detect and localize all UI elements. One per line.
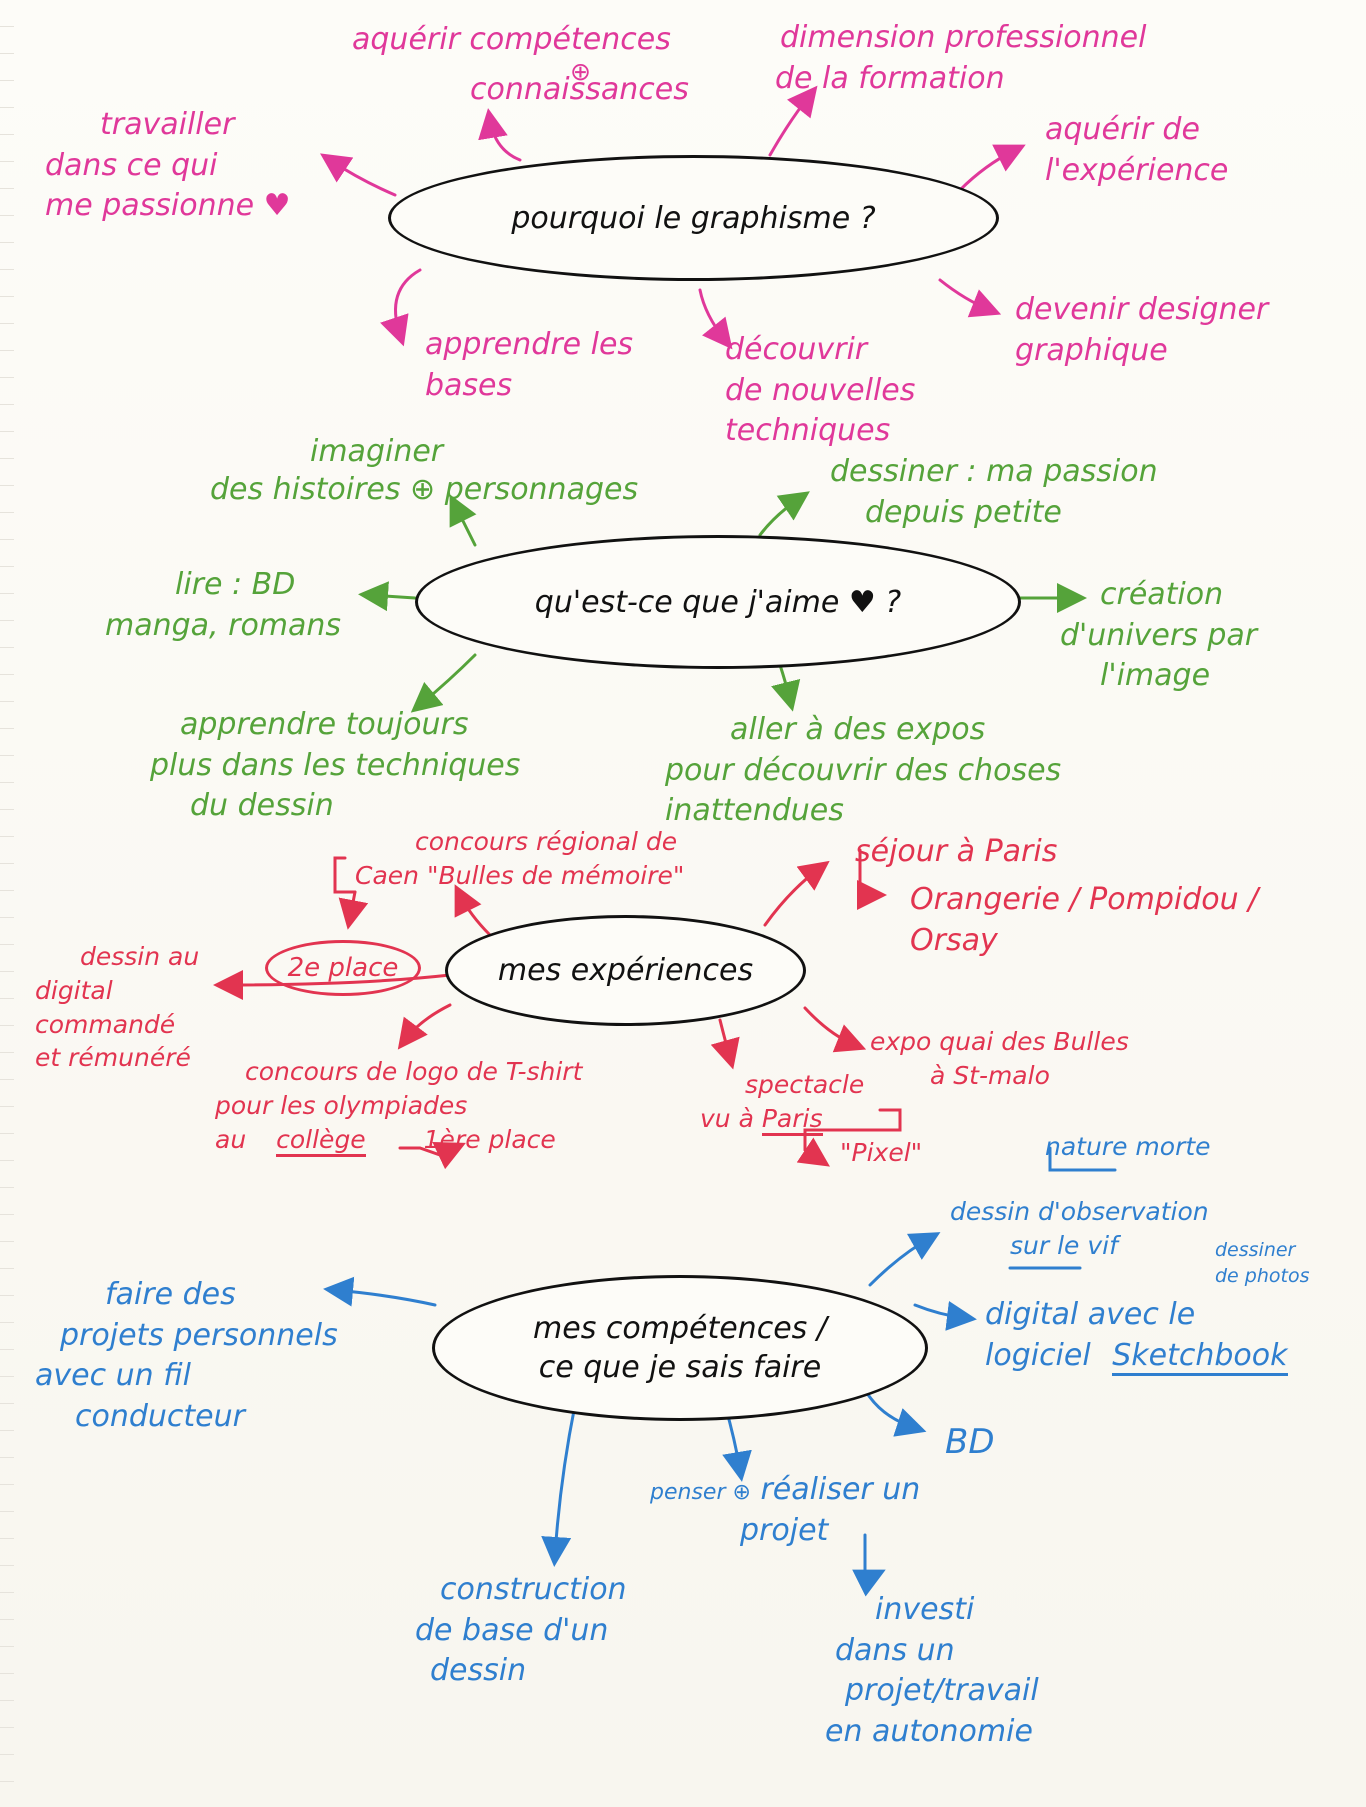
node-second-place: 2e place	[265, 940, 421, 996]
arrow-bases	[380, 268, 422, 347]
node-connaissances: connaissances	[470, 72, 689, 107]
node-spectacle: spectacle vu à Paris "Pixel"	[700, 1070, 923, 1167]
center-text-competences: mes compétences / ce que je sais faire	[533, 1311, 827, 1385]
bracket-paris	[796, 1108, 902, 1167]
arrow-construction	[541, 1403, 577, 1567]
bracket-concours	[333, 856, 357, 894]
center-text-jaime: qu'est-ce que j'aime ♥ ?	[534, 584, 902, 620]
node-sejour: séjour à Paris	[855, 834, 1058, 869]
arrow-dessiner	[758, 491, 810, 537]
arrow-lire	[358, 581, 417, 612]
center-text-experiences: mes expériences	[497, 953, 754, 988]
node-bases: apprendre les bases	[425, 327, 634, 403]
arrow-investi	[852, 1533, 886, 1597]
arrow-expos	[771, 663, 801, 712]
arrow-concours-place	[338, 890, 369, 930]
arrow-concours	[454, 884, 492, 937]
node-techniques: découvrir de nouvelles techniques	[725, 332, 916, 448]
arrow-spectacle	[710, 1018, 740, 1070]
arrow-histoires	[449, 494, 477, 547]
arrow-dimension	[768, 85, 818, 157]
node-bd: BD	[945, 1422, 995, 1462]
node-designer: devenir designer graphique	[1015, 292, 1269, 368]
node-experience: aquérir de l'expérience	[1045, 112, 1229, 188]
bracket-nature	[1048, 1146, 1117, 1172]
node-concours-regional: concours régional de Caen "Bulles de mém…	[355, 827, 685, 890]
arrow-travailler	[320, 153, 397, 197]
node-penser: penser ⊕ réaliser un projet	[650, 1472, 921, 1548]
node-histoires: des histoires ⊕ personnages	[210, 472, 639, 507]
node-musees: Orangerie / Pompidou / Orsay	[910, 882, 1259, 958]
bracket-sejour	[857, 848, 887, 910]
arrow-sketchbook	[913, 1300, 977, 1331]
node-projets: faire des projets personnels avec un fil…	[35, 1277, 338, 1434]
arrow-observation	[868, 1232, 941, 1287]
node-observation-side: dessiner de photos	[1215, 1239, 1310, 1287]
center-oval-pourquoi: pourquoi le graphisme ?	[388, 155, 999, 281]
node-observation: dessin d'observation sur le vif	[950, 1197, 1209, 1260]
node-acquerir: aquérir compétences	[352, 22, 671, 57]
center-oval-jaime: qu'est-ce que j'aime ♥ ?	[415, 535, 1021, 669]
arrow-sejour	[763, 860, 830, 927]
notebook-margin-lines	[0, 0, 14, 1807]
arrow-logo	[397, 1003, 452, 1050]
node-creation: création d'univers par l'image	[1060, 577, 1258, 693]
node-lire: lire : BD manga, romans	[105, 567, 342, 643]
arrow-designer	[938, 278, 1002, 318]
node-sketchbook: digital avec le logiciel Sketchbook	[985, 1295, 1288, 1376]
node-investi: investi dans un projet/travail en autono…	[825, 1592, 1039, 1749]
arrow-techniques	[698, 288, 733, 350]
node-travailler: travailler dans ce qui me passionne ♥	[45, 107, 291, 223]
node-imaginer: imaginer	[310, 434, 444, 469]
node-nature: nature morte	[1045, 1132, 1211, 1161]
center-oval-experiences: mes expériences	[445, 915, 806, 1026]
node-construction: construction de base d'un dessin	[415, 1572, 627, 1688]
node-digital: dessin au digital commandé et rémunéré	[35, 942, 200, 1073]
arrow-projets	[323, 1276, 437, 1307]
arrow-apprendre	[410, 653, 477, 713]
node-dimension: dimension professionnel de la formation	[775, 20, 1147, 96]
node-dessiner: dessiner : ma passion depuis petite	[830, 454, 1158, 530]
center-oval-competences: mes compétences / ce que je sais faire	[432, 1275, 928, 1421]
node-logo: concours de logo de T-shirt pour les oly…	[215, 1055, 582, 1157]
arrow-expo-quai	[803, 1006, 867, 1053]
node-expos: aller à des expos pour découvrir des cho…	[665, 712, 1062, 828]
arrow-place-logo	[398, 1142, 466, 1170]
node-expo-quai: expo quai des Bulles à St-malo	[870, 1027, 1129, 1090]
node-apprendre: apprendre toujours plus dans les techniq…	[150, 707, 521, 823]
arrow-experience	[958, 144, 1026, 192]
center-text-pourquoi: pourquoi le graphisme ?	[511, 200, 876, 236]
plus-icon: ⊕	[570, 57, 591, 86]
arrow-acquerir	[478, 108, 522, 162]
